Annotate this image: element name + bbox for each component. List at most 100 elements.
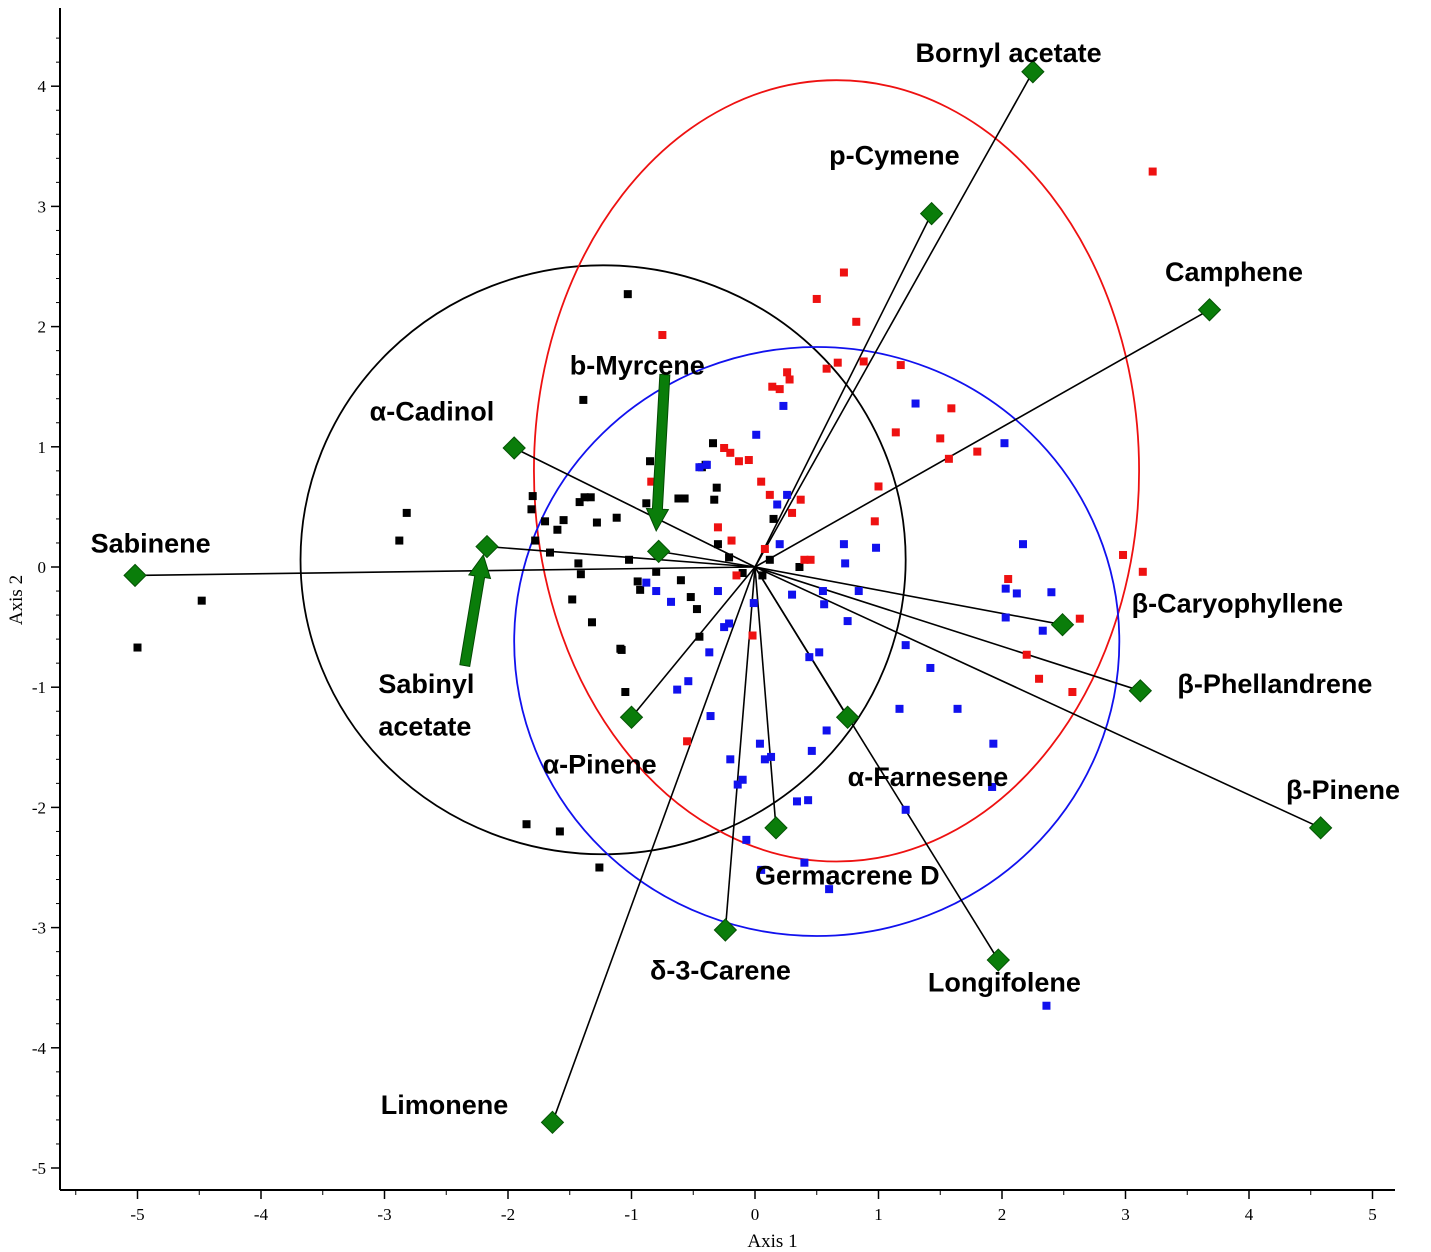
point-s2-49	[1018, 540, 1027, 549]
point-s1-30	[947, 404, 956, 413]
point-s0-29	[676, 576, 685, 585]
variable-marker-7	[619, 705, 644, 729]
point-s0-44	[769, 514, 778, 523]
point-s0-38	[710, 495, 719, 504]
point-s1-26	[891, 428, 900, 437]
point-s2-32	[839, 540, 848, 549]
variable-label-7: α-Pinene	[543, 750, 657, 780]
variable-label-14: β-Phellandrene	[1177, 669, 1372, 699]
point-s2-34	[843, 617, 852, 626]
x-tick-label-8: 3	[1121, 1205, 1130, 1224]
point-s0-2	[402, 508, 411, 517]
vector-line-6	[486, 545, 756, 568]
point-s2-19	[775, 540, 784, 549]
sample-points	[133, 167, 1157, 1010]
variable-marker-13	[1050, 612, 1075, 637]
variable-marker-0	[1021, 60, 1045, 84]
point-s2-20	[779, 401, 788, 410]
variable-label-2: Camphene	[1165, 257, 1303, 287]
x-tick-label-10: 5	[1368, 1205, 1377, 1224]
vector-line-12	[754, 566, 999, 961]
point-s2-54	[804, 796, 813, 805]
point-s1-27	[896, 361, 905, 370]
variable-label-15: β-Pinene	[1286, 775, 1400, 805]
x-tick-label-7: 2	[998, 1205, 1007, 1224]
point-s2-13	[749, 599, 758, 608]
point-s0-17	[592, 518, 601, 527]
point-s2-11	[738, 775, 747, 784]
point-s0-32	[692, 605, 701, 614]
point-s2-8	[720, 623, 729, 632]
x-tick-label-4: -1	[624, 1205, 638, 1224]
point-s0-24	[636, 585, 645, 594]
point-s2-47	[1001, 613, 1010, 622]
variable-label-8: δ-3-Carene	[650, 955, 791, 985]
point-s0-25	[642, 499, 651, 508]
vector-line-13	[754, 566, 1063, 626]
point-s2-17	[760, 755, 769, 764]
point-s1-10	[768, 382, 777, 391]
variable-label-extra: acetate	[378, 711, 471, 741]
point-s2-2	[673, 685, 682, 694]
point-s1-14	[788, 508, 797, 517]
point-s2-35	[854, 587, 863, 596]
vector-line-2	[754, 309, 1210, 568]
point-s1-28	[936, 434, 945, 443]
point-s0-47	[586, 493, 595, 502]
y-tick-label-6: 1	[38, 438, 47, 457]
x-tick-label-3: -2	[501, 1205, 515, 1224]
point-s2-24	[800, 858, 809, 867]
point-s2-7	[713, 587, 722, 596]
point-s1-4	[726, 448, 735, 457]
vector-line-1	[754, 213, 933, 568]
point-s1-37	[1119, 550, 1128, 559]
x-tick-label-0: -5	[130, 1205, 144, 1224]
point-s0-9	[553, 525, 562, 534]
point-s2-5	[705, 648, 714, 657]
point-s0-51	[617, 645, 626, 654]
point-s0-50	[595, 863, 604, 872]
variable-label-5: Sabinene	[91, 529, 211, 559]
variable-label-4: α-Cadinol	[370, 396, 495, 426]
point-s1-25	[874, 482, 883, 491]
point-s2-3	[684, 677, 693, 686]
point-s2-42	[953, 704, 962, 713]
point-s2-45	[1000, 439, 1009, 448]
point-s0-11	[568, 595, 577, 604]
point-s2-14	[752, 430, 761, 439]
point-s1-33	[1022, 650, 1031, 659]
point-s0-5	[527, 505, 536, 514]
point-s0-40	[725, 553, 734, 562]
point-s1-39	[1148, 167, 1157, 176]
point-s1-21	[839, 268, 848, 277]
point-s1-43	[727, 536, 736, 545]
variable-marker-11	[835, 705, 860, 729]
point-s2-50	[1038, 626, 1047, 635]
variable-label-1: p-Cymene	[829, 140, 960, 170]
point-s0-23	[633, 577, 642, 586]
point-s2-16	[757, 865, 766, 874]
point-s1-15	[796, 495, 805, 504]
group-ellipses	[299, 79, 1140, 937]
variable-marker-6	[475, 534, 499, 559]
point-s0-6	[531, 536, 540, 545]
vector-line-14	[754, 566, 1141, 692]
y-tick-label-7: 2	[38, 318, 47, 337]
point-s1-42	[732, 571, 741, 580]
y-tick-label-1: -4	[32, 1039, 47, 1058]
point-s1-2	[713, 523, 722, 532]
x-axis-title: Axis 1	[747, 1231, 797, 1252]
point-s0-3	[395, 536, 404, 545]
variable-marker-1	[919, 201, 944, 226]
point-s0-39	[713, 540, 722, 549]
point-s0-41	[738, 569, 747, 578]
variable-labels: Bornyl acetatep-CymeneCampheneb-Myrceneα…	[91, 38, 1400, 1120]
variable-label-10: Germacrene D	[755, 860, 940, 890]
point-s0-37	[712, 483, 721, 492]
point-s0-26	[646, 457, 655, 466]
point-s2-43	[988, 782, 997, 791]
y-tick-label-8: 3	[38, 197, 47, 216]
point-s0-10	[559, 516, 568, 525]
point-s1-32	[1004, 575, 1013, 584]
point-s2-31	[825, 885, 834, 894]
